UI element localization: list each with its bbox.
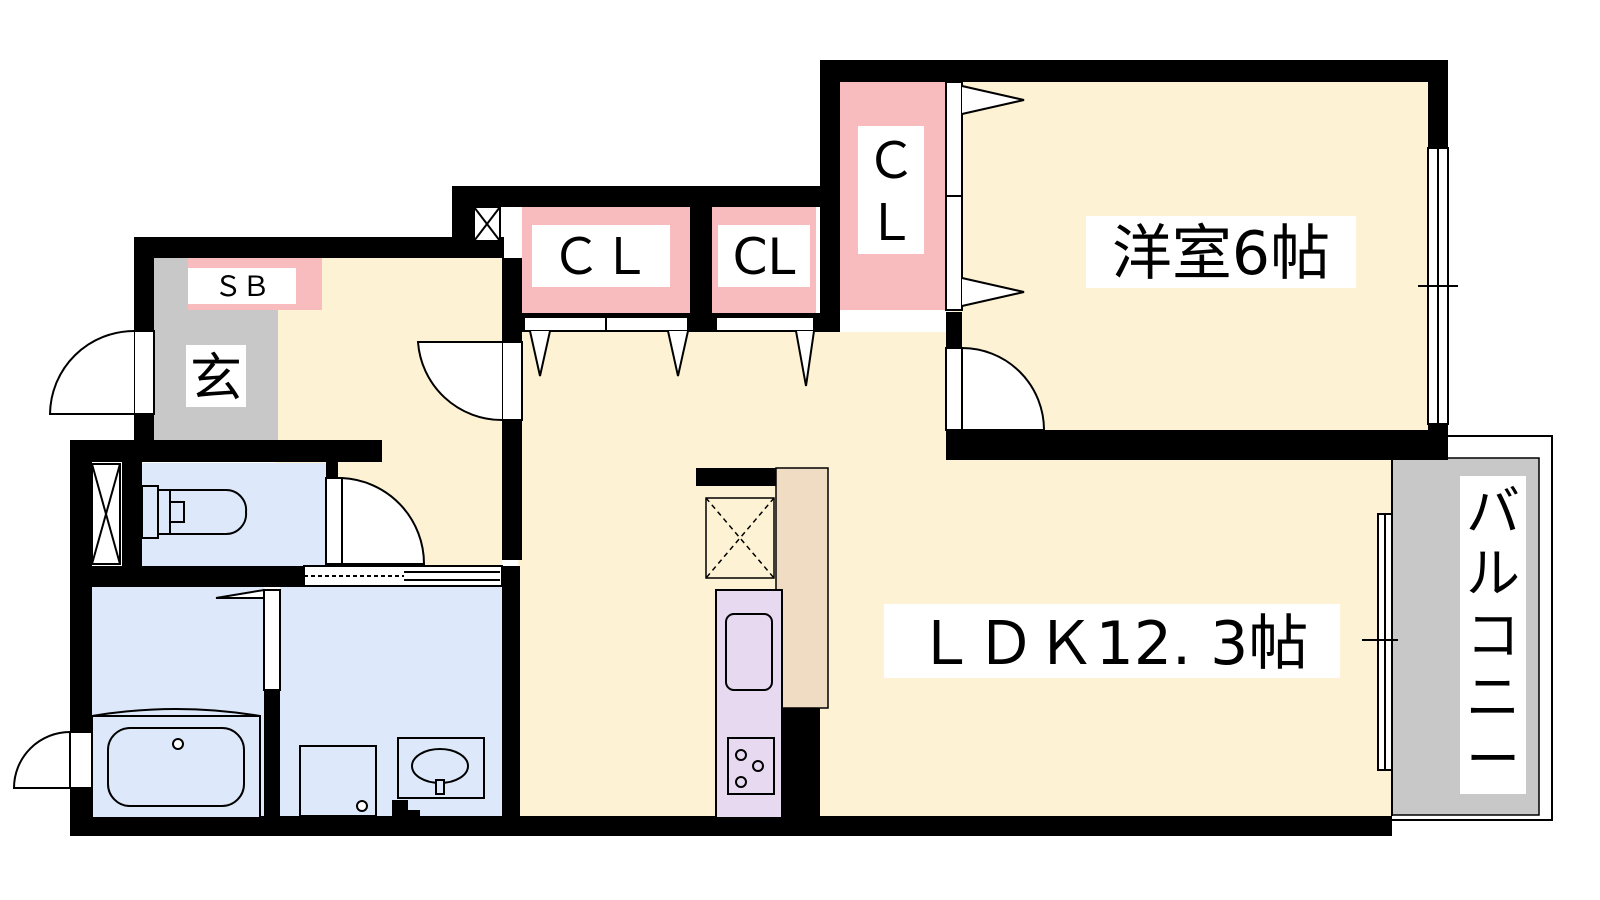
pipe-shaft [473,206,501,242]
entrance-door-swing [48,330,135,415]
labels: ＳＢ 玄 ＣＬ CL Ｃ Ｌ 洋室6帖 ＬＤＫ12. 3帖 バ ル コ ニ ー [186,126,1526,794]
balcony-label-5: ー [1466,728,1520,791]
balcony-label-2: ル [1466,542,1520,605]
kitchen-counter [775,467,829,709]
entrance-top-floor [154,258,188,310]
doors [12,330,1046,789]
stove [727,737,775,795]
kitchen-sink [725,613,773,691]
entrance-door [133,330,155,415]
closet-corridor-right-label: CL [733,228,796,286]
windows [91,147,1458,771]
ldk-label: ＬＤＫ12. 3帖 [916,609,1309,679]
fixtures [91,206,829,819]
closet-bedroom-label-bottom: Ｌ [866,194,916,252]
refrigerator-space [705,497,775,579]
balcony-label-1: バ [1466,480,1520,543]
closet-corridor-left-label: ＣＬ [551,228,651,286]
balcony-label-3: コ [1466,604,1520,667]
toilet-bowl [141,485,248,539]
bathtub [91,708,261,819]
closet-bedroom-label-top: Ｃ [866,132,916,190]
balcony-label-4: ニ [1466,666,1520,729]
western-room-label: 洋室6帖 [1112,219,1330,289]
entrance-label: 玄 [190,349,242,409]
wash-basin [397,737,485,799]
shoe-box-label: ＳＢ [214,270,270,303]
closet-doors [523,81,1025,387]
